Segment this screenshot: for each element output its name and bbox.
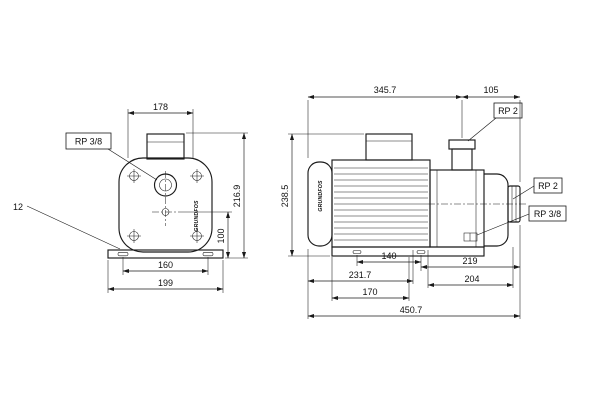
discharge-port-stub — [451, 148, 473, 171]
dim-178-label: 178 — [153, 102, 168, 112]
dim-216-9-label: 216.9 — [232, 185, 242, 208]
terminal-box — [365, 133, 413, 161]
dim-front-bolt-spacing: 160 — [122, 257, 209, 275]
side-view: GRUNDFOS 345.7 105 — [280, 85, 567, 319]
discharge-port-collar — [448, 139, 476, 150]
dim-side-base-length: 170 — [331, 257, 410, 301]
dim-front-top-width: 178 — [127, 102, 194, 158]
front-view: GRUNDFOS 178 RP 3/8 12 216.9 — [13, 102, 248, 293]
motor-fins — [334, 167, 428, 241]
dim-100-label: 100 — [216, 228, 226, 243]
drain-port-callout: RP 3/8 — [476, 205, 567, 236]
base-slot-rear — [416, 250, 426, 254]
dim-side-total-height: 238.5 — [280, 133, 364, 257]
suction-port-label: RP 2 — [538, 181, 558, 191]
hole-12-label: 12 — [13, 202, 23, 212]
dim-side-total-length: 450.7 — [307, 249, 521, 319]
dim-199-label: 199 — [158, 278, 173, 288]
dim-105-label: 105 — [483, 85, 498, 95]
dim-front-base-width: 199 — [107, 260, 224, 293]
suction-port-callout: RP 2 — [512, 177, 563, 200]
base-front — [107, 249, 224, 259]
grundfos-logo: GRUNDFOS — [194, 200, 200, 232]
dim-204-label: 204 — [464, 274, 479, 284]
dim-side-pump-section: 204 — [427, 247, 514, 288]
discharge-port-label: RP 2 — [498, 106, 518, 116]
dim-side-motor-section: 231.7 — [307, 250, 414, 284]
pump-head-lines — [436, 170, 477, 247]
drain-plug — [463, 232, 478, 242]
foot-slot-left — [117, 252, 129, 257]
drain-port-label: RP 3/8 — [534, 209, 561, 219]
dim-side-bolt-spacing: 140 — [356, 251, 422, 271]
discharge-stub-front — [146, 133, 185, 160]
dim-170-label: 170 — [362, 287, 377, 297]
dim-side-bolt-to-end: 219 — [420, 225, 521, 319]
foot-hole-callout: 12 — [13, 202, 121, 250]
front-port-callout: RP 3/8 — [65, 132, 158, 181]
suction-bell — [484, 173, 509, 247]
front-port-label: RP 3/8 — [75, 137, 102, 147]
dim-345-7-label: 345.7 — [374, 85, 397, 95]
dim-160-label: 160 — [158, 260, 173, 270]
dim-front-shaft-height: 100 — [179, 211, 232, 259]
front-centerlines — [152, 171, 179, 226]
base-slot-front — [352, 250, 362, 254]
dim-231-7-label: 231.7 — [349, 270, 372, 280]
base-side — [331, 246, 485, 257]
grundfos-logo-side: GRUNDFOS — [318, 180, 324, 212]
dim-219-label: 219 — [462, 256, 477, 266]
pump-body-front — [118, 157, 213, 253]
dim-238-5-label: 238.5 — [280, 185, 290, 208]
dim-450-7-label: 450.7 — [400, 305, 423, 315]
dim-side-top-lengths: 345.7 105 — [307, 85, 521, 182]
dim-140-label: 140 — [381, 251, 396, 261]
foot-slot-right — [202, 252, 214, 257]
mounting-holes-front — [127, 169, 204, 243]
discharge-port-callout: RP 2 — [467, 102, 523, 142]
